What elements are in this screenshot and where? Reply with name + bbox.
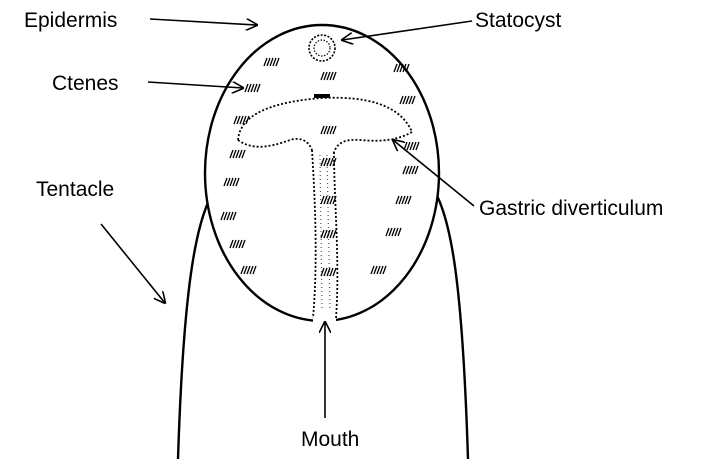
label-epidermis: Epidermis (24, 9, 117, 32)
tentacle-arrow (101, 224, 165, 303)
statocyst (309, 35, 335, 61)
statocyst-arrow (342, 21, 472, 40)
label-mouth: Mouth (301, 428, 359, 451)
label-statocyst: Statocyst (475, 9, 562, 32)
label-tentacle: Tentacle (36, 178, 114, 201)
label-ctenes: Ctenes (52, 72, 119, 95)
epidermis-arrow (150, 19, 257, 25)
label-gastric-diverticulum: Gastric diverticulum (479, 197, 663, 220)
tentacle-left-edge (178, 185, 217, 459)
